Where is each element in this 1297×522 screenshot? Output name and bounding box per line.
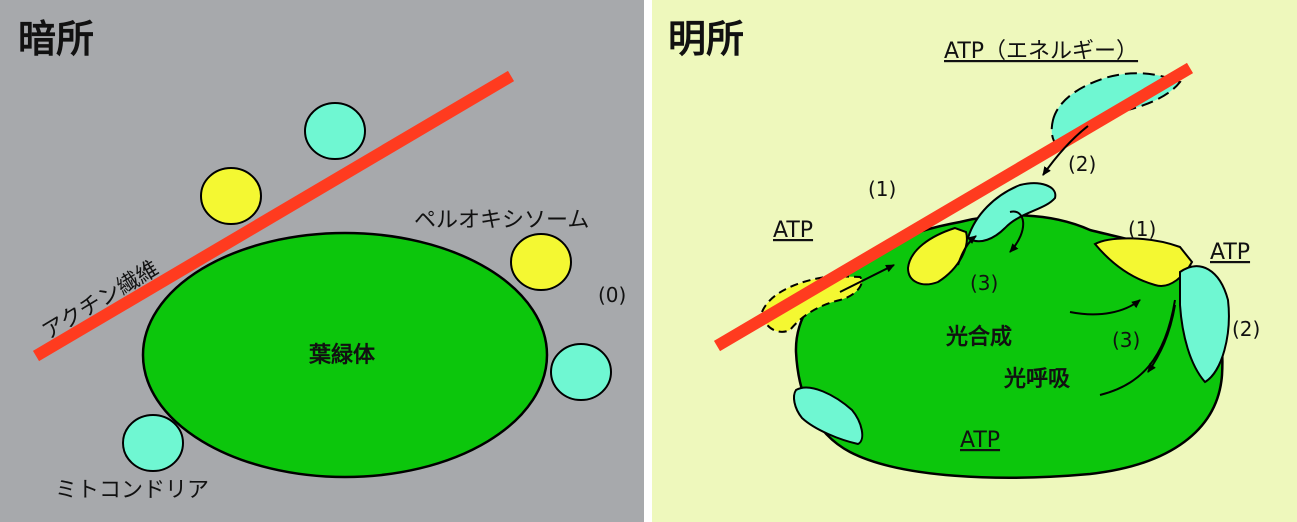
mitochondrion [122, 414, 184, 472]
chloroplast [141, 231, 549, 479]
peroxisome [510, 233, 572, 291]
peroxisome [760, 274, 863, 333]
mitochondrion [793, 386, 864, 446]
arrow-1-left [839, 264, 895, 293]
step-3-right: (3) [1112, 328, 1140, 352]
mitochondria-label: ミトコンドリア [55, 478, 209, 503]
step-1-right: (1) [1128, 217, 1156, 241]
light-diagram: 明所 ATP（エネルギー） (2) (1) (1) ATP ATP (3) (3… [668, 17, 1260, 479]
step-2-top: (2) [1068, 152, 1096, 176]
atp-bottom-label: ATP [960, 428, 1000, 453]
step-3-left: (3) [970, 271, 998, 295]
photosynthesis-label: 光合成 [945, 324, 1012, 350]
arrow-3-left [1009, 210, 1025, 253]
photorespiration-label: 光呼吸 [1003, 367, 1071, 392]
peroxisome-label: ペルオキシソーム [414, 208, 589, 233]
arrow-2-top [1042, 125, 1089, 176]
dark-title: 暗所 [18, 17, 94, 61]
mitochondrion [1179, 265, 1230, 384]
arrow-2-right [1147, 304, 1176, 373]
dark-diagram: 暗所 葉緑体 アクチン繊維 ペルオキシソーム (0) ミトコンドリア [18, 17, 626, 503]
light-title: 明所 [668, 17, 744, 61]
arrow-3-left-b [957, 235, 977, 266]
stage-label: (0) [598, 283, 626, 307]
arrow-3-right [1069, 299, 1141, 316]
step-1-left: (1) [868, 177, 896, 201]
step-2-right: (2) [1232, 317, 1260, 341]
peroxisome [200, 167, 262, 225]
actin-filament [713, 62, 1194, 352]
atp-energy-label: ATP（エネルギー） [944, 39, 1138, 64]
dark-panel: 暗所 葉緑体 アクチン繊維 ペルオキシソーム (0) ミトコンドリア [0, 0, 644, 522]
actin-filament [32, 70, 515, 362]
atp-right-label: ATP [1210, 240, 1250, 265]
chloroplast-label: 葉緑体 [308, 342, 376, 368]
mitochondrion [550, 343, 612, 401]
light-panel: 明所 ATP（エネルギー） (2) (1) (1) ATP ATP (3) (3… [652, 0, 1297, 522]
mitochondrion [304, 102, 366, 160]
actin-label: アクチン繊維 [38, 256, 163, 345]
atp-left-label: ATP [773, 218, 813, 243]
